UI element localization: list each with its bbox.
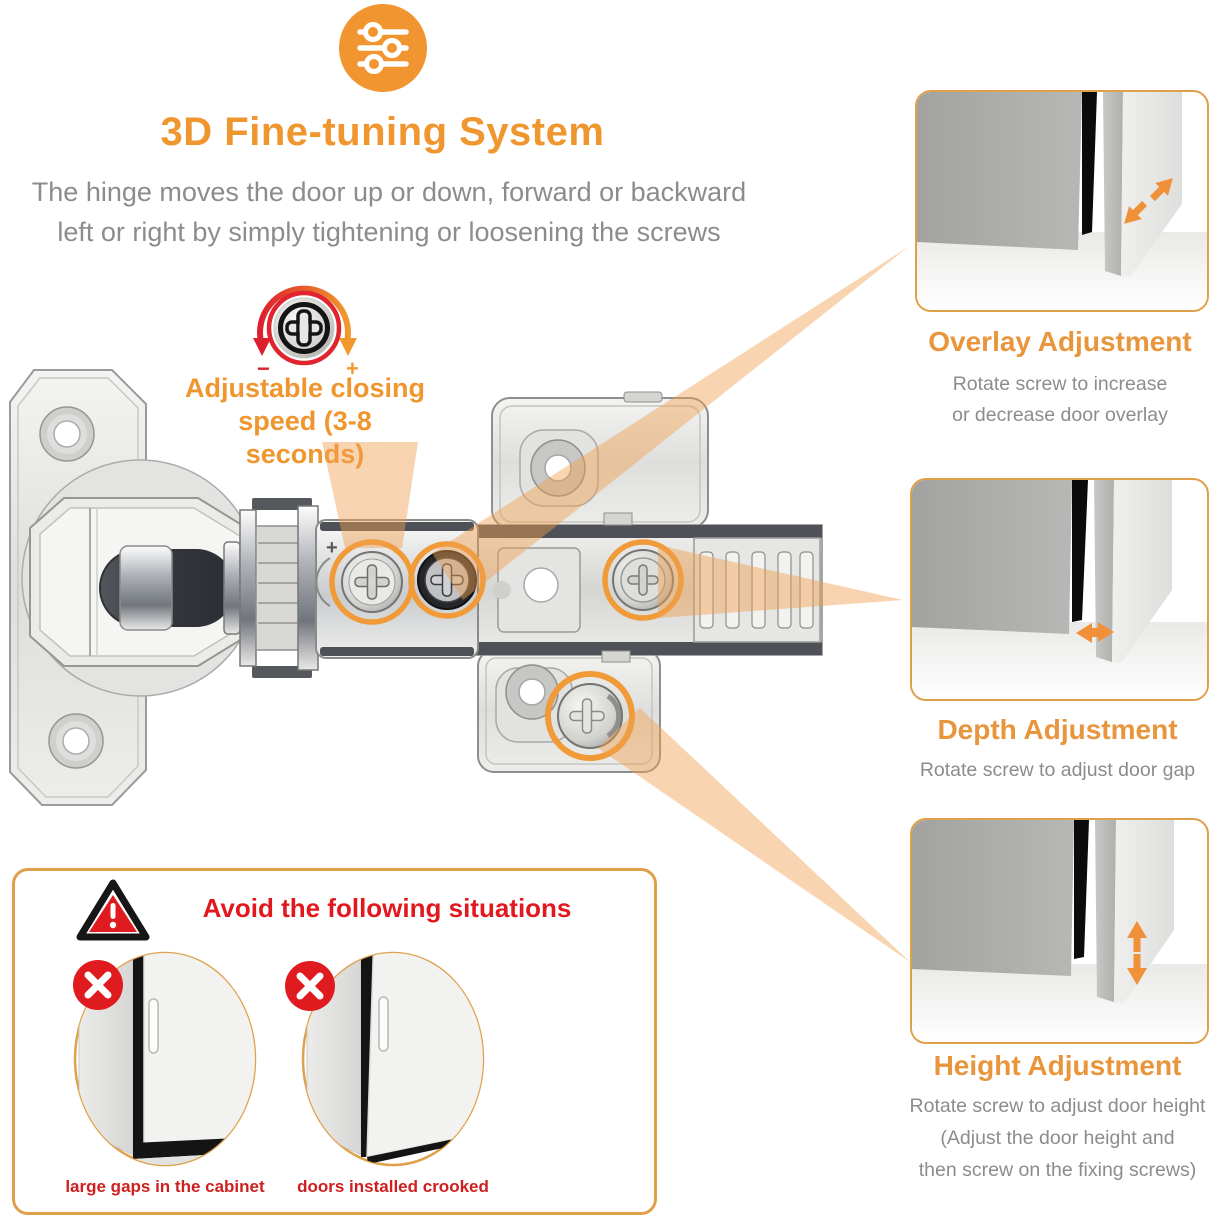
hinge-photo: + xyxy=(0,358,920,818)
speed-label-line-1: Adjustable closing xyxy=(184,373,426,403)
arrow-up-right-icon xyxy=(1149,178,1173,202)
arrow-up-icon xyxy=(1127,921,1147,952)
plus-label: + xyxy=(346,356,359,381)
height-panel-title: Height Adjustment xyxy=(933,1050,1182,1081)
depth-panel-illustration xyxy=(910,478,1209,701)
orange-highlight-ring xyxy=(602,539,684,621)
rotate-screw-icon: − + xyxy=(253,285,359,381)
height-adjustment-screw xyxy=(545,671,635,761)
page-title: 3D Fine-tuning System xyxy=(160,110,605,154)
overlay-panel-description: Rotate screw to increase or decrease doo… xyxy=(890,369,1214,431)
overlay-desc-line-1: Rotate screw to increase xyxy=(952,373,1168,395)
door-handle xyxy=(378,996,389,1052)
page-subtitle: The hinge moves the door up or down, for… xyxy=(0,172,778,252)
orange-highlight-ring xyxy=(545,671,635,761)
phillips-cross xyxy=(285,309,323,347)
depth-panel-title: Depth Adjustment xyxy=(937,714,1178,745)
height-desc-line-1: Rotate screw to adjust door height xyxy=(909,1095,1206,1117)
door-handle xyxy=(148,998,159,1054)
door-face xyxy=(1112,480,1172,663)
door-gap xyxy=(1074,820,1089,959)
rotation-indicator-arc xyxy=(315,557,331,607)
door-gap xyxy=(1082,92,1097,235)
height-panel-description: Rotate screw to adjust door height (Adju… xyxy=(875,1090,1214,1186)
cabinet-side-panel xyxy=(912,480,1072,634)
speed-label-line-2: speed (3-8 seconds) xyxy=(238,406,372,469)
depth-desc-line-1: Rotate screw to adjust door gap xyxy=(919,759,1196,781)
closing-speed-label: Adjustable closing speed (3-8 seconds) xyxy=(180,372,430,471)
mounting-plate-rail xyxy=(429,512,823,663)
situation-caption-1: large gaps in the cabinet xyxy=(65,1177,265,1196)
rail-ribs xyxy=(693,537,821,643)
situation-caption-2: doors installed crooked xyxy=(297,1177,489,1196)
overlay-panel-illustration xyxy=(915,90,1209,312)
warning-triangle-icon xyxy=(76,879,150,941)
arrow-right-icon xyxy=(1086,622,1114,642)
subtitle-line-2: left or right by simply tightening or lo… xyxy=(57,217,721,247)
door-plate-screw-hole xyxy=(48,713,104,769)
depth-adjustment-screw xyxy=(602,539,684,621)
plus-engraving: + xyxy=(326,537,338,559)
arrow-down-icon xyxy=(1127,954,1147,985)
door-face xyxy=(1121,92,1182,277)
door-edge xyxy=(1094,480,1114,662)
mounting-plate-top-wing xyxy=(491,391,709,529)
x-mark-icon xyxy=(73,960,123,1010)
door-gap xyxy=(1072,480,1088,622)
door-edge xyxy=(1095,820,1116,1002)
door-face xyxy=(1114,820,1174,1004)
closing-speed-callout-icon: − + xyxy=(243,272,367,390)
cabinet-side-panel xyxy=(912,820,1074,976)
rail-screw-hole xyxy=(523,567,559,603)
counterclockwise-arrowhead xyxy=(253,338,271,356)
minus-label: − xyxy=(257,356,270,381)
depth-panel-description: Rotate screw to adjust door gap xyxy=(880,755,1214,786)
door-plate-screw-hole xyxy=(39,406,95,462)
fine-tuning-icon xyxy=(338,3,428,93)
warning-box: Avoid the following situations large gap… xyxy=(12,868,657,1215)
soft-close-damper xyxy=(99,541,241,635)
cabinet-side-panel xyxy=(917,92,1082,250)
subtitle-line-1: The hinge moves the door up or down, for… xyxy=(31,177,747,207)
closing-speed-screw xyxy=(329,539,415,625)
overlay-panel-title: Overlay Adjustment xyxy=(928,326,1192,357)
height-desc-line-2: (Adjust the door height and xyxy=(940,1127,1175,1149)
overlay-adjustment-screw xyxy=(408,541,486,619)
sliders-icon xyxy=(339,4,427,92)
height-desc-line-3: then screw on the fixing screws) xyxy=(918,1159,1197,1181)
overlay-desc-line-2: or decrease door overlay xyxy=(952,404,1168,426)
orange-highlight-ring xyxy=(408,541,486,619)
clockwise-arrowhead xyxy=(339,338,357,356)
arrow-down-left-icon xyxy=(1124,200,1148,224)
rotation-indicator-arc xyxy=(606,693,622,739)
door-edge xyxy=(1103,92,1123,276)
x-mark-icon xyxy=(285,961,335,1011)
hinge-knuckle xyxy=(239,498,319,678)
warning-title: Avoid the following situations xyxy=(202,893,572,923)
height-panel-illustration xyxy=(910,818,1209,1044)
